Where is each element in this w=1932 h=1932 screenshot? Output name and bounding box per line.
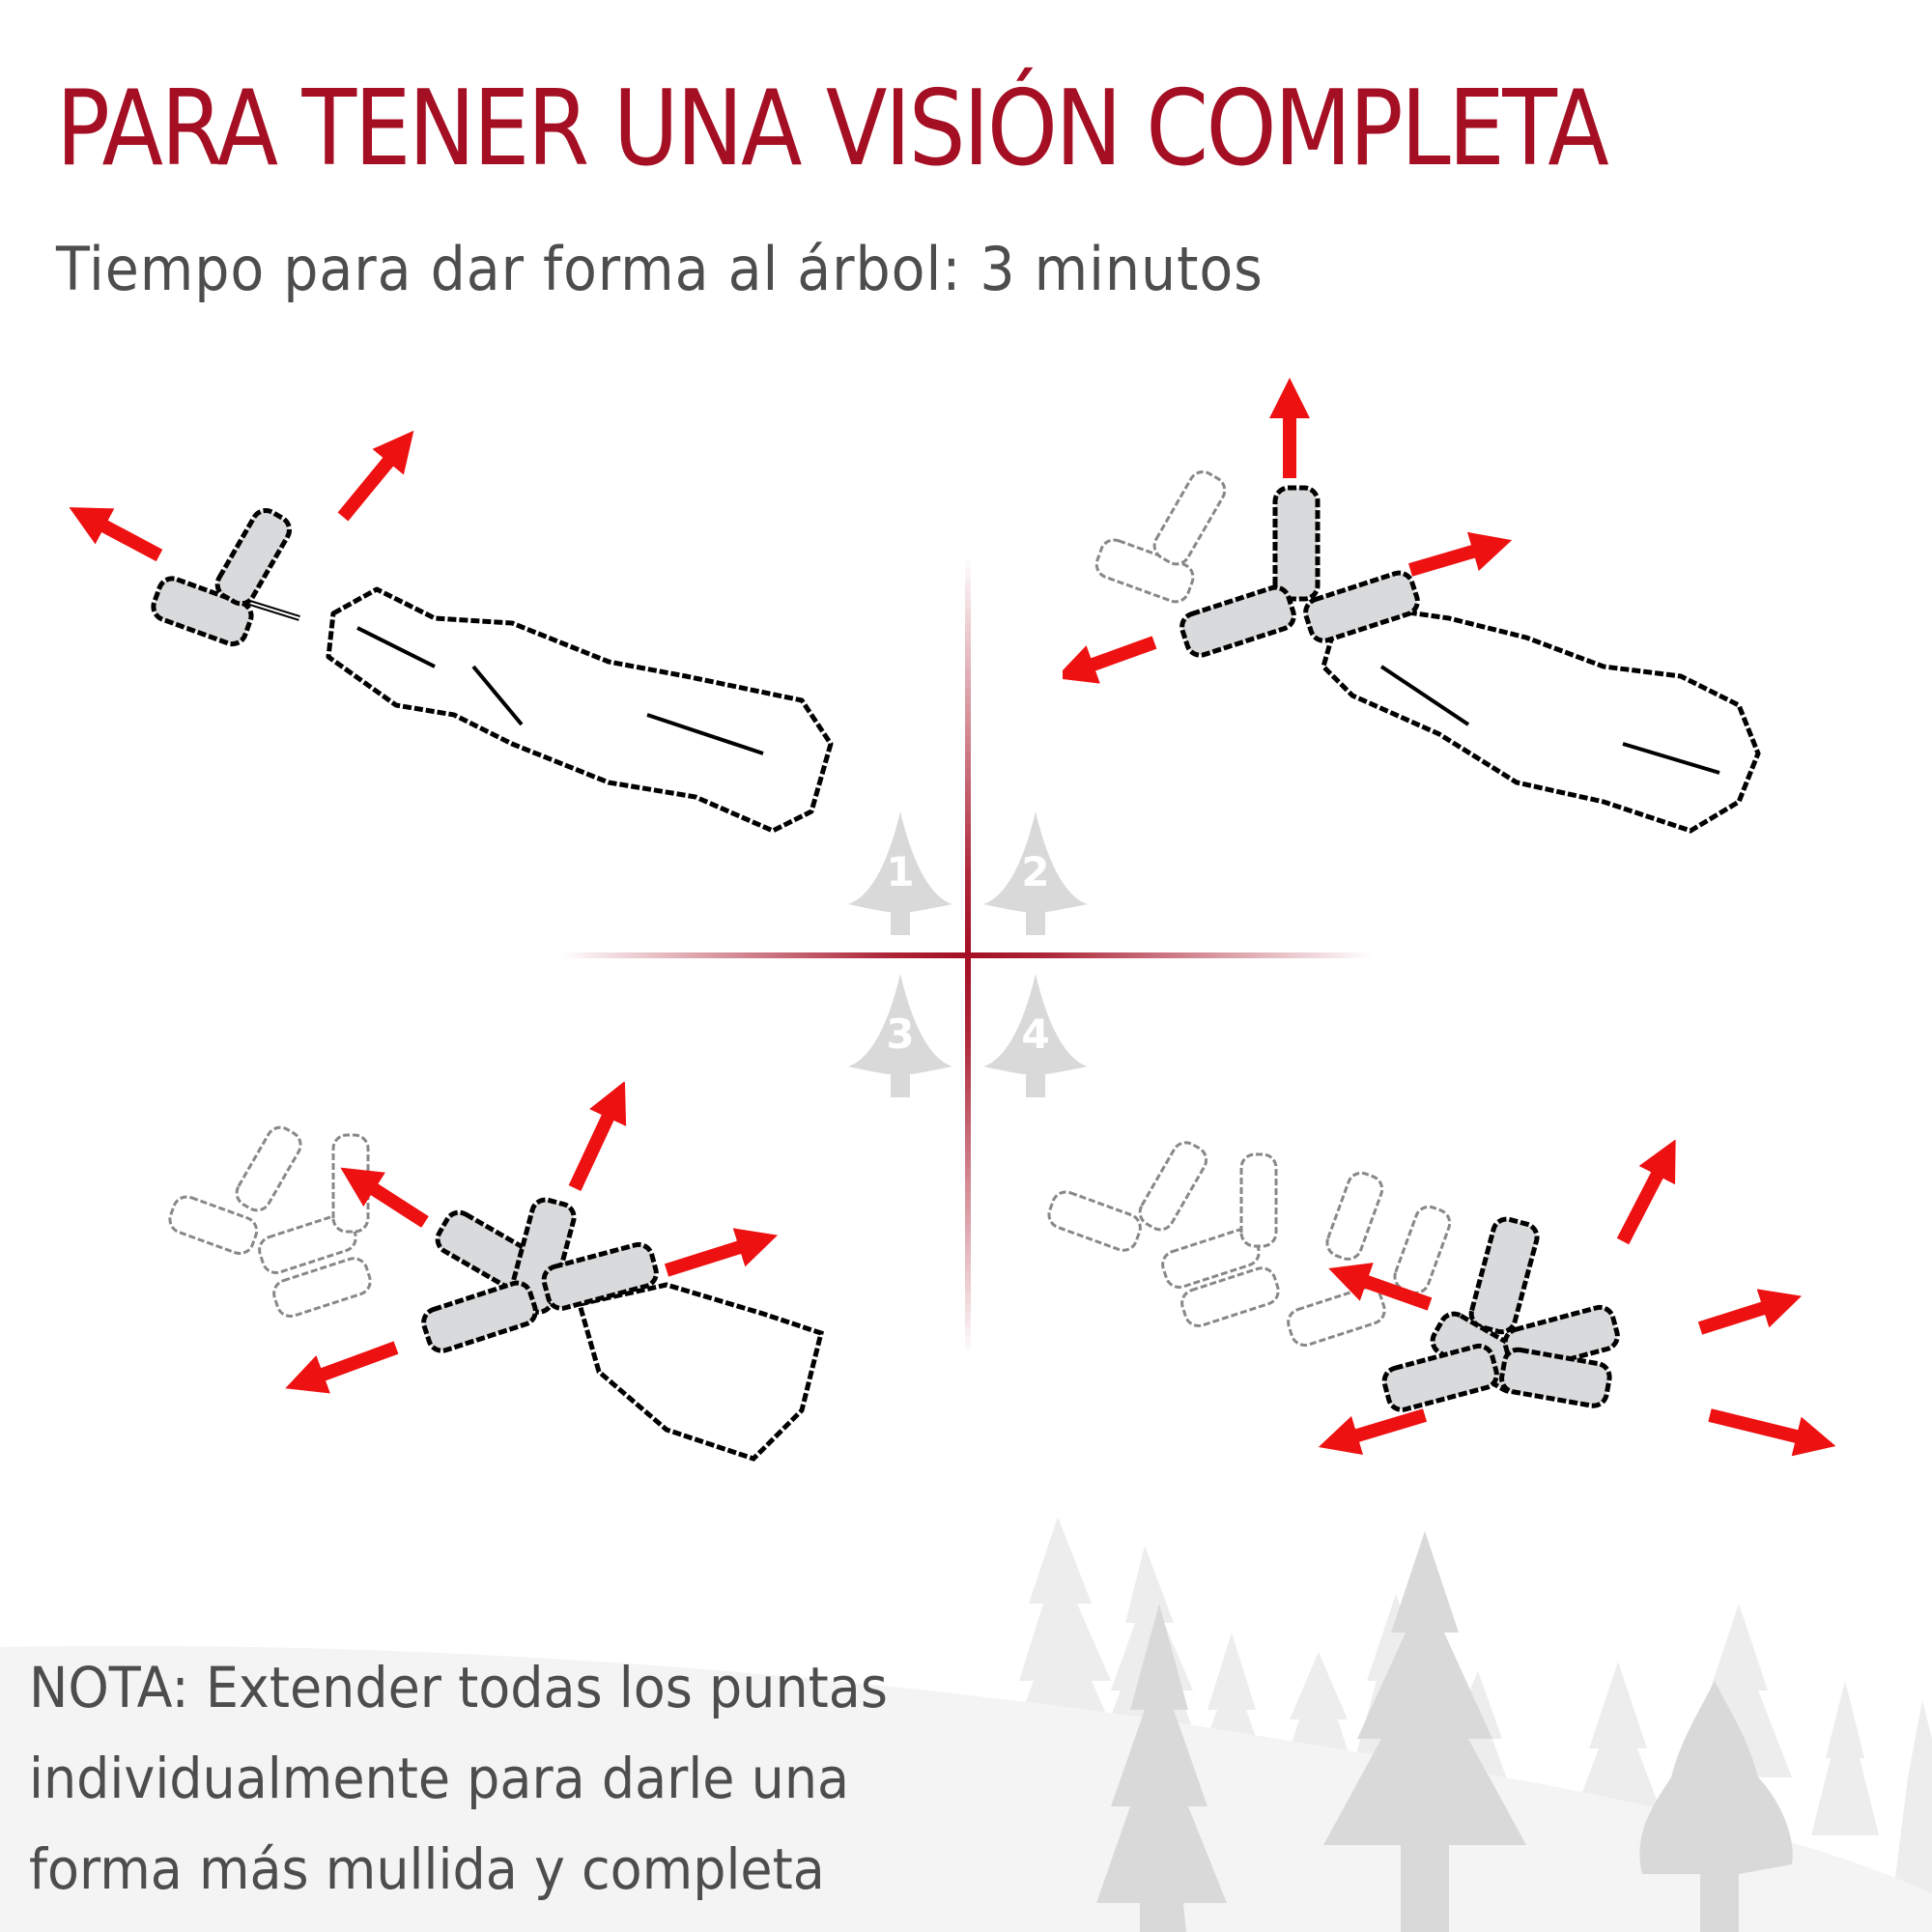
step-3-badge: 3 <box>846 974 954 1099</box>
branch-illustration-icon <box>69 430 834 834</box>
step-2-panel <box>1063 377 1797 850</box>
tree-icon <box>848 811 952 935</box>
step-1-badge: 1 <box>846 811 954 937</box>
step-2-badge: 2 <box>981 811 1090 937</box>
note-line-2: individualmente para darle una <box>29 1746 850 1811</box>
assembly-time-subtitle: Tiempo para dar forma al árbol: 3 minuto… <box>56 234 1264 304</box>
branch-illustration-icon <box>168 1082 824 1462</box>
arrow-icon <box>337 430 414 522</box>
step-number: 4 <box>1021 1010 1050 1058</box>
horizontal-divider <box>560 952 1372 958</box>
step-number: 3 <box>886 1010 915 1058</box>
step-number: 2 <box>1021 848 1050 895</box>
step-number: 1 <box>886 848 915 895</box>
page-title: PARA TENER UNA VISIÓN COMPLETA <box>56 69 1609 189</box>
tree-icon <box>983 974 1088 1097</box>
step-1-panel <box>68 425 860 850</box>
tree-icon <box>983 811 1088 935</box>
pine-trees-icon <box>0 1517 1932 1932</box>
step-4-panel <box>1043 1140 1855 1468</box>
step-3-panel <box>164 1082 840 1488</box>
branch-illustration-icon <box>1047 1140 1836 1457</box>
forest-background <box>0 1488 1932 1932</box>
arrow-icon <box>69 507 163 562</box>
note-line-1: NOTA: Extender todas los puntas <box>29 1655 888 1720</box>
branch-illustration-icon <box>1063 378 1761 834</box>
note-text: NOTA: Extender todas los puntas individu… <box>29 1642 999 1915</box>
note-line-3: forma más mullida y completa <box>29 1836 825 1902</box>
tree-icon <box>848 974 952 1097</box>
step-4-badge: 4 <box>981 974 1090 1099</box>
